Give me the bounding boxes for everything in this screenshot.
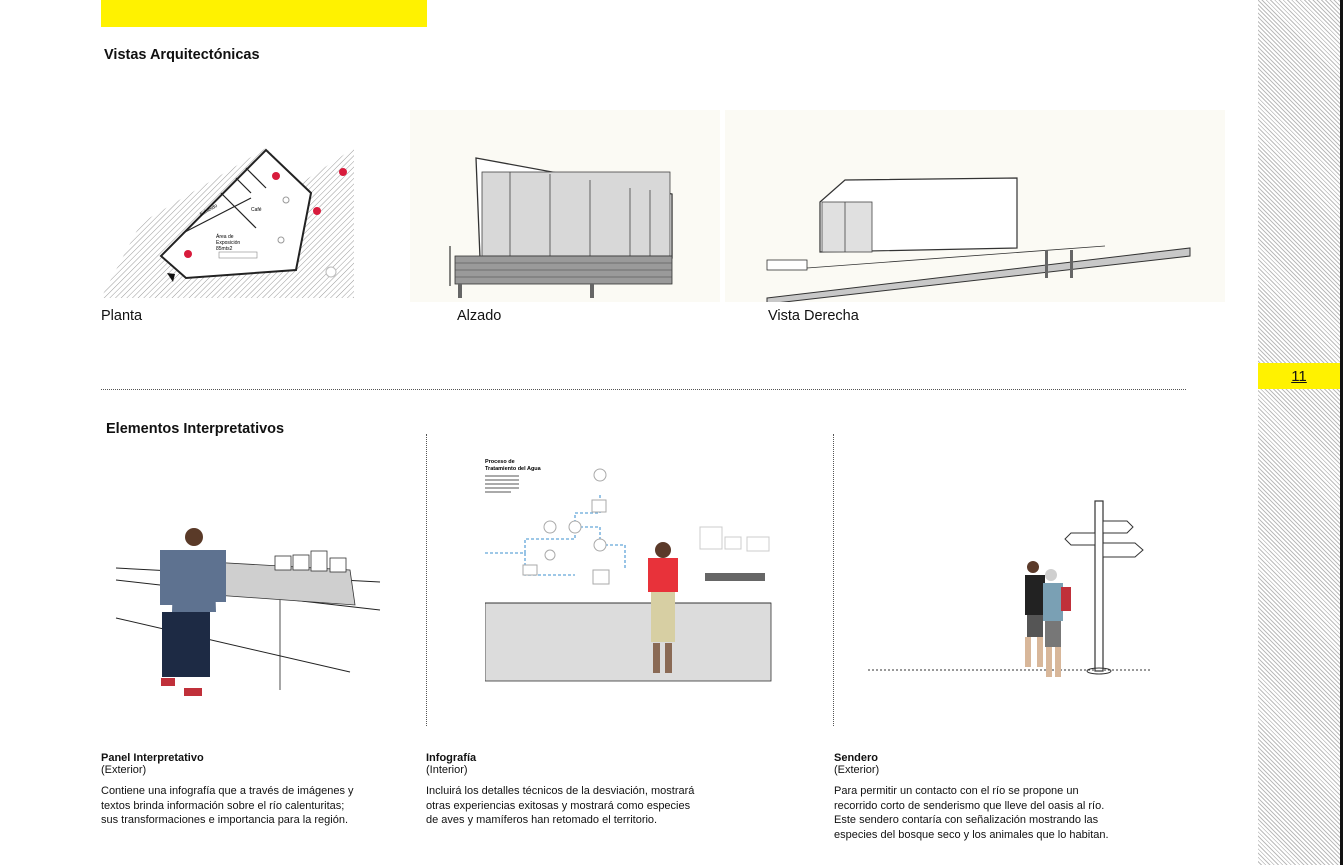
infographic-title-line1: Proceso de bbox=[485, 459, 515, 465]
item-infografia: Infografía (Interior) Incluirá los detal… bbox=[426, 752, 756, 828]
item-text-line: Para permitir un contacto con el río se … bbox=[834, 785, 1079, 797]
item-text-line: textos brinda información sobre el río c… bbox=[101, 799, 345, 812]
section-divider bbox=[101, 389, 1186, 390]
item-subtitle: (Exterior) bbox=[101, 764, 147, 776]
item-panel-interpretativo: Panel Interpretativo (Exterior) Contiene… bbox=[101, 752, 401, 828]
item-title: Infografía bbox=[426, 752, 477, 764]
panel-illustration bbox=[115, 528, 381, 696]
section-title-interpretive: Elementos Interpretativos bbox=[106, 421, 285, 437]
item-subtitle: (Exterior) bbox=[834, 764, 880, 776]
item-title: Panel Interpretativo bbox=[101, 752, 204, 764]
elevation-drawing bbox=[410, 110, 720, 302]
column-separator-1 bbox=[426, 434, 427, 726]
view-label-vista-derecha: Vista Derecha bbox=[768, 308, 859, 324]
view-label-planta: Planta bbox=[101, 308, 143, 324]
floor-plan-drawing: Exhibido Café Área de Exposición 85mts2 bbox=[101, 148, 354, 298]
item-text-line: recorrido corto de senderismo que lleve … bbox=[834, 799, 1105, 812]
view-label-alzado: Alzado bbox=[457, 308, 502, 324]
right-view-drawing bbox=[725, 110, 1225, 302]
item-text-line: especies del bosque seco y los animales … bbox=[834, 828, 1109, 841]
section-title-architectural: Vistas Arquitectónicas bbox=[104, 47, 260, 63]
item-text-line: Este sendero contaría con señalización m… bbox=[834, 814, 1099, 826]
item-title: Sendero bbox=[834, 752, 879, 764]
item-text-line: otras experiencias exitosas y mostrará c… bbox=[426, 799, 691, 812]
item-text-line: sus transformaciones e importancia para … bbox=[101, 814, 349, 826]
trail-illustration bbox=[868, 500, 1150, 677]
item-text-line: de aves y mamíferos han retomado el terr… bbox=[426, 814, 658, 826]
page-edge bbox=[1340, 0, 1343, 865]
page-number: 11 bbox=[1258, 363, 1340, 389]
item-subtitle: (Interior) bbox=[426, 764, 468, 776]
side-hatch-strip bbox=[1258, 0, 1340, 865]
item-text-line: Contiene una infografía que a través de … bbox=[101, 785, 354, 797]
plan-area-label-3: 85mts2 bbox=[216, 246, 233, 252]
item-text-line: Incluirá los detalles técnicos de la des… bbox=[426, 785, 695, 797]
header-accent-bar bbox=[101, 0, 427, 27]
plan-area-label-2: Exposición bbox=[216, 240, 240, 246]
infographic-title-line2: Tratamiento del Agua bbox=[485, 466, 542, 472]
column-separator-2 bbox=[833, 434, 834, 726]
item-sendero: Sendero (Exterior) Para permitir un cont… bbox=[834, 752, 1154, 842]
plan-room-label-2: Café bbox=[251, 207, 262, 213]
infographic-illustration: Proceso de Tratamiento del Agua bbox=[485, 459, 775, 682]
plan-area-label-1: Área de bbox=[216, 233, 234, 240]
